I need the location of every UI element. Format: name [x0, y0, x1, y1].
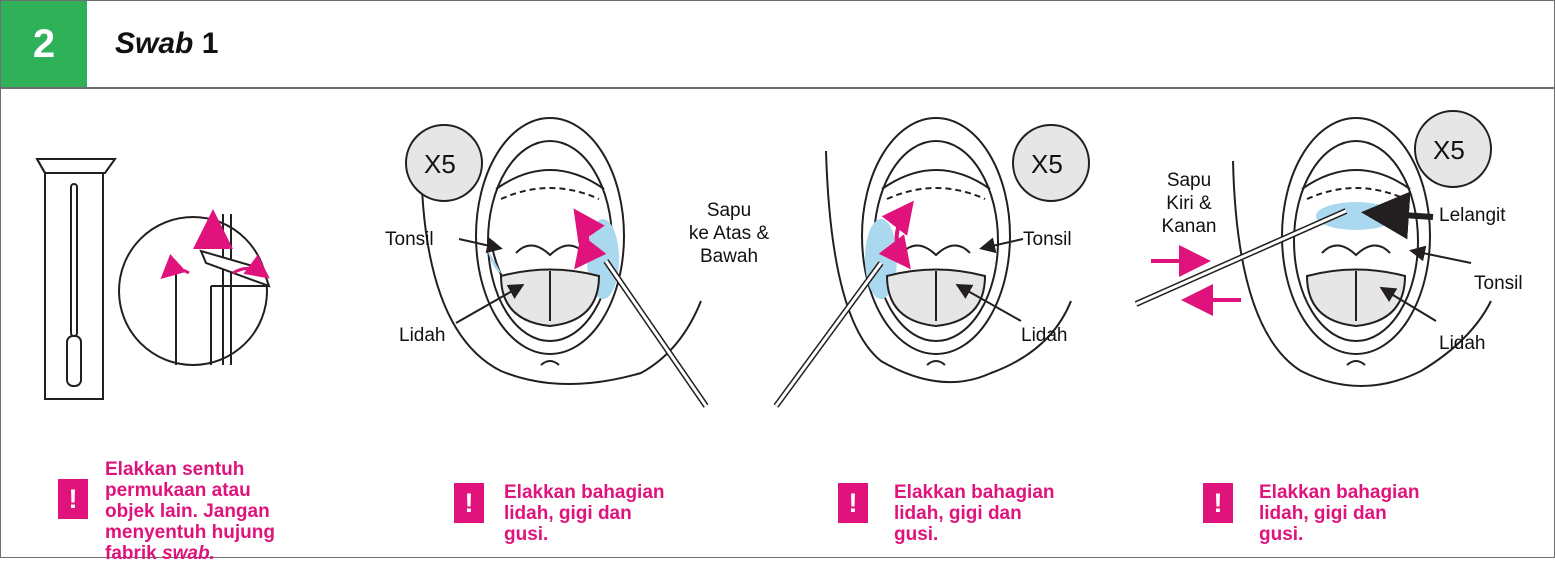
tonsil-label-3: Tonsil: [1474, 273, 1523, 295]
warning-3-text: Elakkan bahagian lidah, gigi dan gusi.: [894, 482, 1064, 545]
warning-1-italic: swab.: [162, 543, 215, 564]
warning-icon: !: [838, 483, 868, 523]
warning-4: ! Elakkan bahagian lidah, gigi dan gusi.: [1203, 483, 1429, 545]
swab-left-right-instruction: Sapu Kiri & Kanan: [1144, 169, 1234, 238]
count-label-3: X5: [1433, 135, 1465, 166]
step-title: Swab 1: [115, 27, 218, 61]
tonsil-label-1: Tonsil: [385, 229, 434, 251]
warning-1-text: Elakkan sentuh permukaan atau objek lain…: [105, 459, 305, 564]
tonsil-label-2: Tonsil: [1023, 229, 1072, 251]
warning-icon: !: [454, 483, 484, 523]
step-title-italic: Swab: [115, 27, 193, 60]
palate-label: Lelangit: [1439, 205, 1506, 227]
warning-3: ! Elakkan bahagian lidah, gigi dan gusi.: [838, 483, 1064, 545]
tongue-label-1: Lidah: [399, 325, 446, 347]
swab-package-illustration: [37, 159, 269, 399]
warning-icon: !: [1203, 483, 1233, 523]
warning-2: ! Elakkan bahagian lidah, gigi dan gusi.: [454, 483, 674, 545]
warning-4-text: Elakkan bahagian lidah, gigi dan gusi.: [1259, 482, 1429, 545]
step-title-rest: 1: [193, 27, 218, 60]
warning-icon: !: [58, 479, 88, 519]
warning-1: !: [58, 479, 88, 519]
count-label-2: X5: [1031, 149, 1063, 180]
tongue-label-3: Lidah: [1439, 333, 1486, 355]
step-header: 2 Swab 1: [1, 1, 1554, 89]
swab-up-down-instruction: Sapu ke Atas & Bawah: [679, 199, 779, 268]
tongue-label-2: Lidah: [1021, 325, 1068, 347]
count-label-1: X5: [424, 149, 456, 180]
warning-2-text: Elakkan bahagian lidah, gigi dan gusi.: [504, 482, 674, 545]
step-number-badge: 2: [1, 1, 87, 87]
